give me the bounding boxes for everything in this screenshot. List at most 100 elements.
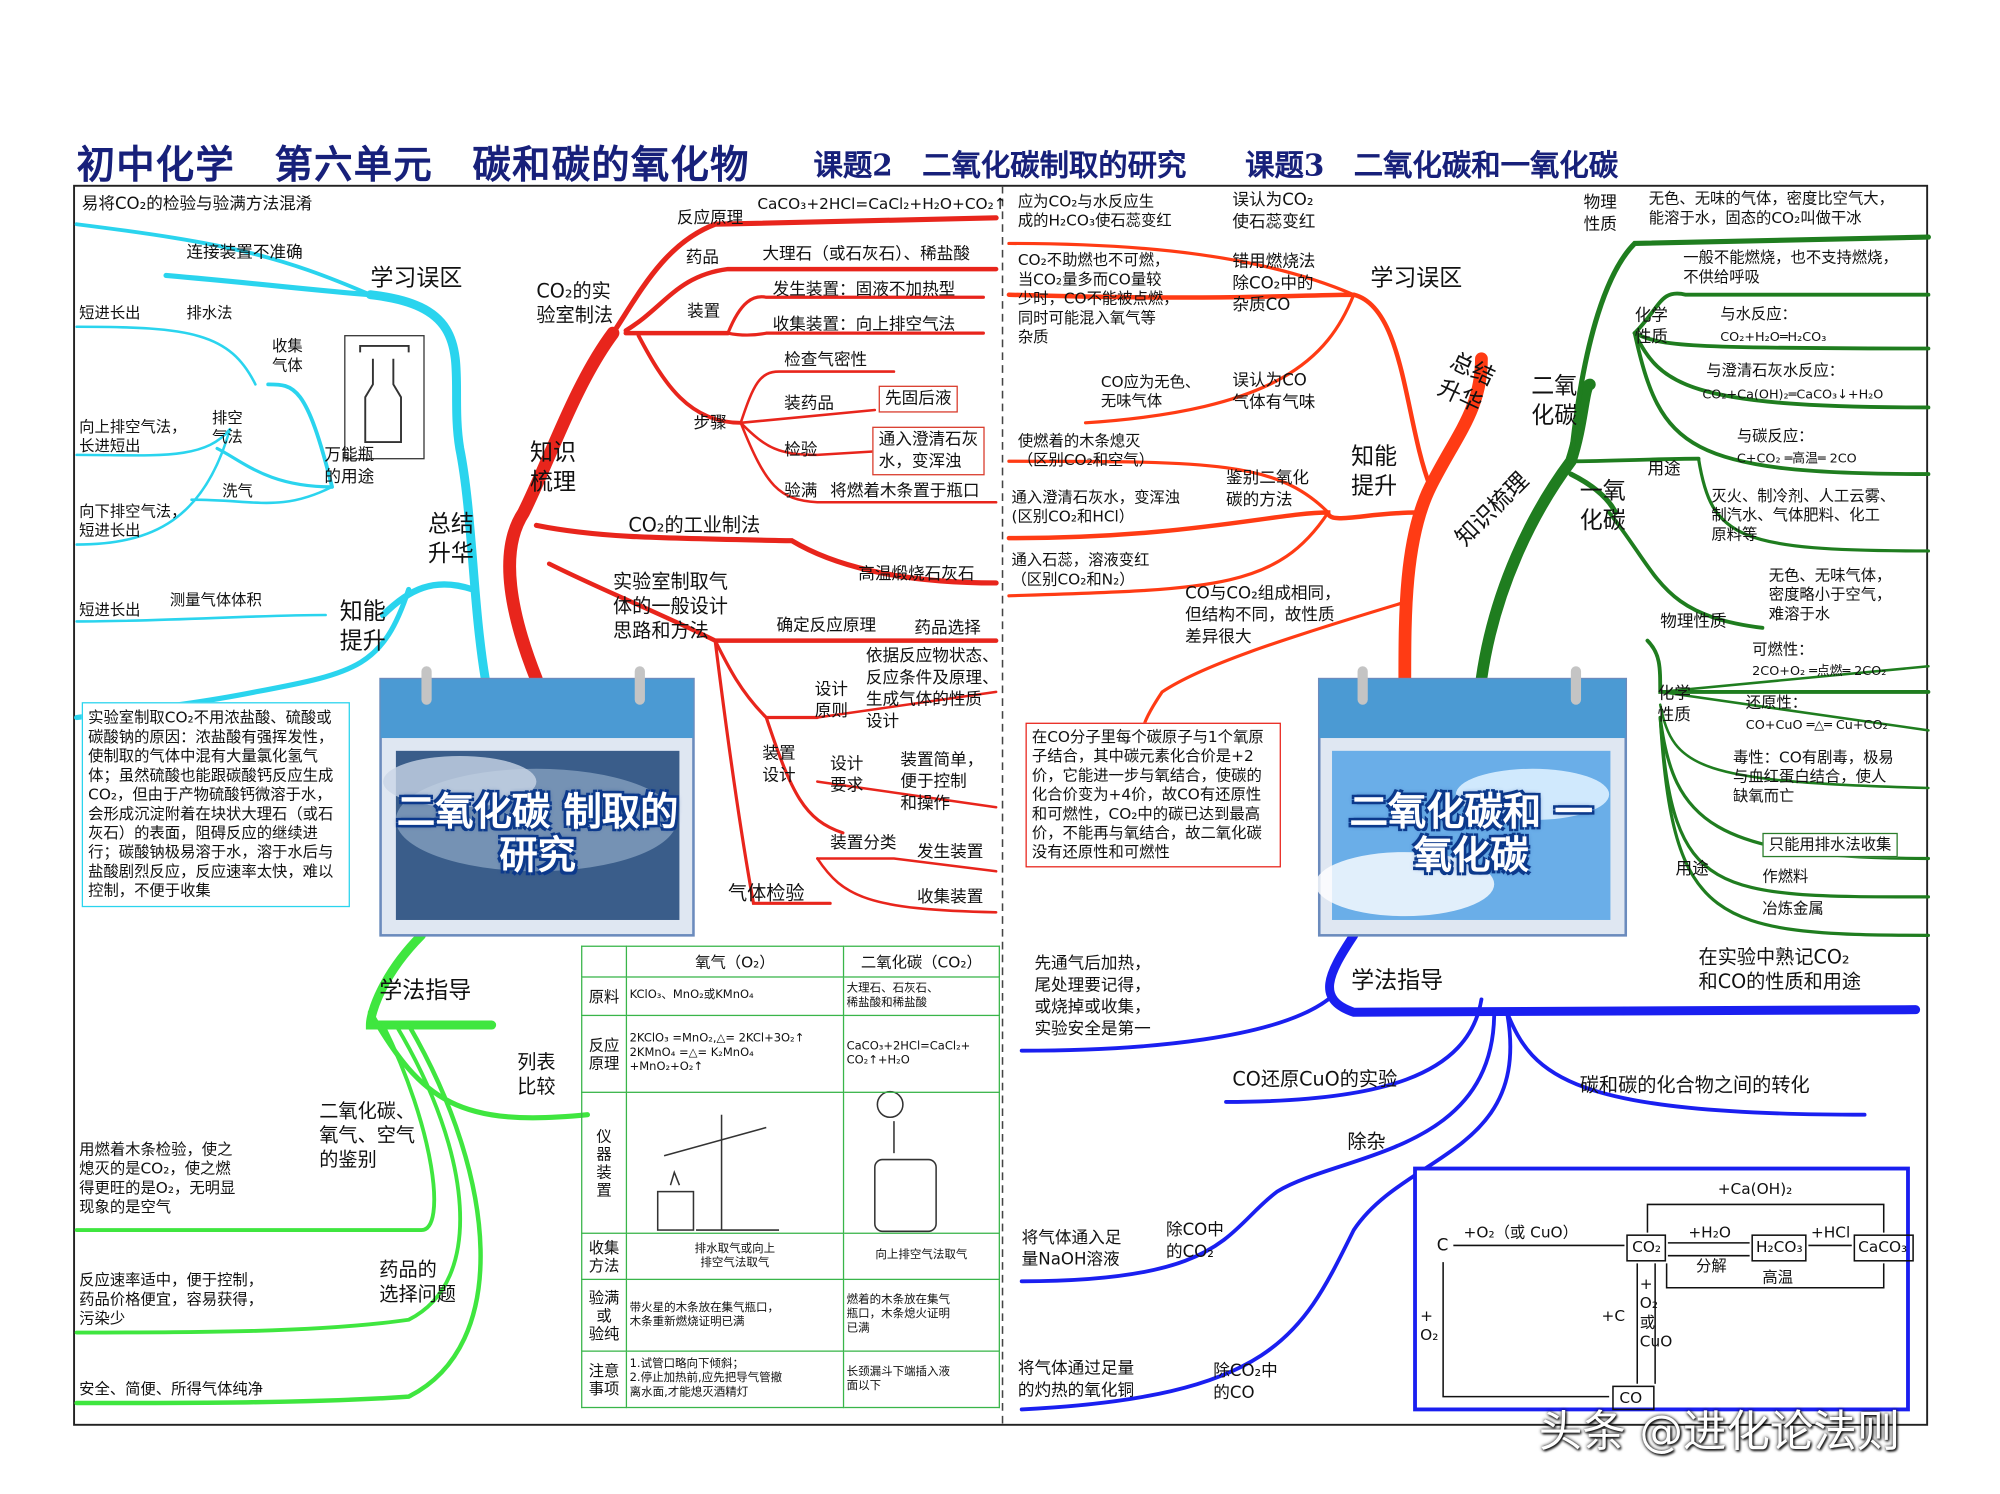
yaopin-xuanze-wenti: 药品的 选择问题 bbox=[379, 1258, 456, 1306]
right-wuqu-1a: 应为CO₂与水反应生 成的H₂CO₃使石蕊变红 bbox=[1017, 192, 1172, 230]
branch-xuexi-wuqu: 学习误区 bbox=[370, 265, 463, 293]
blue-branches bbox=[1019, 930, 1921, 1412]
yushui-fanying: 与水反应： bbox=[1720, 304, 1797, 323]
table-cell: 长颈漏斗下端插入液 面以下 bbox=[842, 1350, 1000, 1409]
duxing: 毒性：CO有剧毒，极易 与血红蛋白结合，使人 缺氧而亡 bbox=[1733, 748, 1894, 805]
shuji-xingzhi: 在实验中熟记CO₂ 和CO的性质和用途 bbox=[1698, 945, 1862, 994]
sheji-yaoqiu: 设计 要求 bbox=[830, 754, 864, 796]
xiqi: 洗气 bbox=[222, 481, 253, 500]
co2-huaxue: 化学 性质 bbox=[1634, 306, 1668, 348]
table-cell: CaCO₃+2HCl=CaCl₂+ CO₂↑+H₂O bbox=[842, 1014, 1000, 1093]
shouji-qiti: 收集 气体 bbox=[272, 336, 303, 375]
liebiao-bijiao: 列表 比较 bbox=[517, 1050, 556, 1099]
huanyuanxing-equation: CO+CuO ═△═ Cu+CO₂ bbox=[1745, 718, 1888, 733]
table-cell: 燃着的木条放在集气 瓶口，木条熄火证明 已满 bbox=[842, 1278, 1000, 1352]
queding-yuanli: 确定反应原理 bbox=[776, 616, 877, 636]
zucheng-xiangtong: CO与CO₂组成相同， 但结构不同，故性质 差异很大 bbox=[1185, 584, 1341, 648]
co-yongtu: 用途 bbox=[1675, 859, 1709, 879]
co-huanyuan-cuo: CO还原CuO的实验 bbox=[1232, 1067, 1398, 1091]
co2-yongtu: 用途 bbox=[1647, 459, 1681, 480]
conv-h2o: +H₂O bbox=[1688, 1223, 1731, 1242]
table-cell: 向上排空气法取气 bbox=[842, 1232, 1000, 1281]
right-wuqu-2b: 错用燃烧法 除CO₂中的 杂质CO bbox=[1232, 252, 1316, 316]
dark-green-branches bbox=[1475, 234, 1931, 937]
fasheng-zhuangzhi: 发生装置：固液不加热型 bbox=[772, 280, 956, 300]
conv-plus-o2: + O₂ bbox=[1420, 1306, 1439, 1345]
fasheng-zhuangzhi-2: 发生装置 bbox=[916, 843, 984, 863]
jiancha-qimixing: 检查气密性 bbox=[784, 351, 868, 371]
jianbie: 二氧化碳、 氧气、空气 的鉴别 bbox=[319, 1099, 416, 1172]
co-wuli: 物理性质 bbox=[1660, 612, 1727, 632]
conv-gaowen: 高温 bbox=[1762, 1268, 1794, 1287]
table-cell: 排水取气或向上 排空气法取气 bbox=[625, 1232, 845, 1281]
tan-zhuanhua: 碳和碳的化合物之间的转化 bbox=[1579, 1073, 1810, 1097]
branch-zongjie: 总结 升华 bbox=[427, 511, 474, 568]
table-cell: 带火星的木条放在集气瓶口， 木条重新燃烧证明已满 bbox=[625, 1278, 845, 1352]
table-row-label: 收集 方法 bbox=[581, 1232, 628, 1281]
conv-fenjie: 分解 bbox=[1695, 1256, 1727, 1275]
wuqu-2: 连接装置不准确 bbox=[186, 243, 303, 263]
right-xuefa: 学法指导 bbox=[1351, 967, 1444, 995]
conv-caco3: CaCO₃ bbox=[1858, 1237, 1908, 1256]
table-corner bbox=[581, 945, 628, 978]
eryanghuatan: 二氧 化碳 bbox=[1531, 372, 1578, 430]
page-title: 初中化学 第六单元 碳和碳的氧化物 bbox=[76, 143, 750, 189]
outer-frame bbox=[73, 184, 1929, 1426]
topic2-title: 课题2 二氧化碳制取的研究 bbox=[813, 148, 1187, 184]
zhuangzhi-fenlei: 装置分类 bbox=[830, 834, 897, 854]
jianyan: 检验 bbox=[784, 440, 818, 460]
zhuang-yaopin: 装药品 bbox=[784, 394, 834, 414]
jianbie-3: 通入石蕊，溶液变红 （区别CO₂和N₂） bbox=[1011, 550, 1150, 589]
duanjin-changchu-1: 短进长出 bbox=[79, 303, 141, 322]
chuza-1a: 将气体通入足 量NaOH溶液 bbox=[1021, 1228, 1122, 1270]
table-row-label: 反应 原理 bbox=[581, 1014, 628, 1093]
paikong-qifa: 排空 气法 bbox=[211, 408, 243, 446]
orange-branches bbox=[1006, 241, 1488, 732]
jianbie-value: 用燃着木条检验，使之 熄灭的是CO₂，使之燃 得更旺的是O₂，无明显 现象的是空… bbox=[79, 1140, 236, 1216]
co2-yongtu-value: 灭火、制冷剂、人工云雾、 制汽水、气体肥料、化工 原料等 bbox=[1711, 486, 1896, 544]
anquan-jianbian: 安全、简便、所得气体纯净 bbox=[79, 1379, 264, 1398]
green-branches bbox=[74, 930, 591, 1406]
table-header-o2: 氧气（O₂） bbox=[625, 945, 845, 978]
tan-fanying: 与碳反应： bbox=[1736, 426, 1814, 445]
fanying-equation: CaCO₃+2HCl=CaCl₂+H₂O+CO₂↑ bbox=[757, 194, 1007, 213]
conv-o2-cuo: +O₂（或 CuO） bbox=[1463, 1223, 1578, 1242]
cyan-branches bbox=[74, 222, 490, 721]
table-cell: KClO₃、MnO₂或KMnO₄ bbox=[625, 976, 845, 1017]
table-cell-apparatus-co2 bbox=[842, 1091, 1000, 1234]
topic3-title: 课题3 二氧化碳和一氧化碳 bbox=[1245, 148, 1619, 184]
shouji-zhuangzhi: 收集装置：向上排空气法 bbox=[772, 315, 956, 335]
yanman: 验满 bbox=[784, 481, 818, 501]
wuqu-1: 易将CO₂的检验与验满方法混淆 bbox=[81, 194, 313, 214]
qiti-jianyan: 气体检验 bbox=[727, 881, 805, 905]
table-row-label: 原料 bbox=[581, 976, 628, 1017]
co2-wuli: 物理 性质 bbox=[1583, 193, 1617, 235]
kerangxing: 可燃性： bbox=[1752, 640, 1814, 659]
conv-o2-or-cuo: + O₂ 或 CuO bbox=[1639, 1274, 1673, 1351]
branch-zhishi-shuli: 知识 梳理 bbox=[529, 439, 576, 496]
yaopin-value: 大理石（或石灰石）、稀盐酸 bbox=[762, 244, 970, 264]
table-header-co2: 二氧化碳（CO₂） bbox=[842, 945, 1000, 978]
co2-lab-method: CO₂的实 验室制法 bbox=[536, 279, 614, 327]
yaopin-xuanze: 药品选择 bbox=[914, 618, 981, 639]
right-wuqu-2a: CO₂不助燃也不可燃， 当CO₂量多而CO量较 少时，CO不能被点燃， 同时可能… bbox=[1017, 251, 1179, 346]
conv-h2co3: H₂CO₃ bbox=[1756, 1237, 1803, 1256]
chuza-2b: 除CO₂中 的CO bbox=[1213, 1362, 1278, 1404]
xiangu-houye: 先固后液 bbox=[878, 385, 958, 413]
zhuangzhi: 装置 bbox=[687, 302, 721, 322]
xuanze-value: 反应速率适中，便于控制， 药品价格便宜，容易获得， 污染少 bbox=[79, 1271, 264, 1328]
conv-co2: CO₂ bbox=[1632, 1237, 1662, 1256]
bottle-icon bbox=[344, 335, 425, 460]
right-wuqu-3b: 误认为CO 气体有气味 bbox=[1232, 371, 1316, 413]
wanneng-ping: 万能瓶 的用途 bbox=[324, 445, 375, 487]
red-branches bbox=[503, 215, 999, 914]
table-row-label: 注意 事项 bbox=[581, 1350, 628, 1409]
conv-hcl: +HCl bbox=[1810, 1223, 1851, 1242]
right-calendar bbox=[1315, 666, 1628, 937]
table-cell: 1.试管口略向下倾斜； 2.停止加热前,应先把导气管撤 离水面,才能熄灭酒精灯 bbox=[625, 1350, 845, 1409]
yaopin: 药品 bbox=[685, 248, 720, 268]
jianyan-value: 通入澄清石灰 水，变浑浊 bbox=[872, 426, 985, 476]
huanyuanxing: 还原性： bbox=[1745, 693, 1808, 712]
